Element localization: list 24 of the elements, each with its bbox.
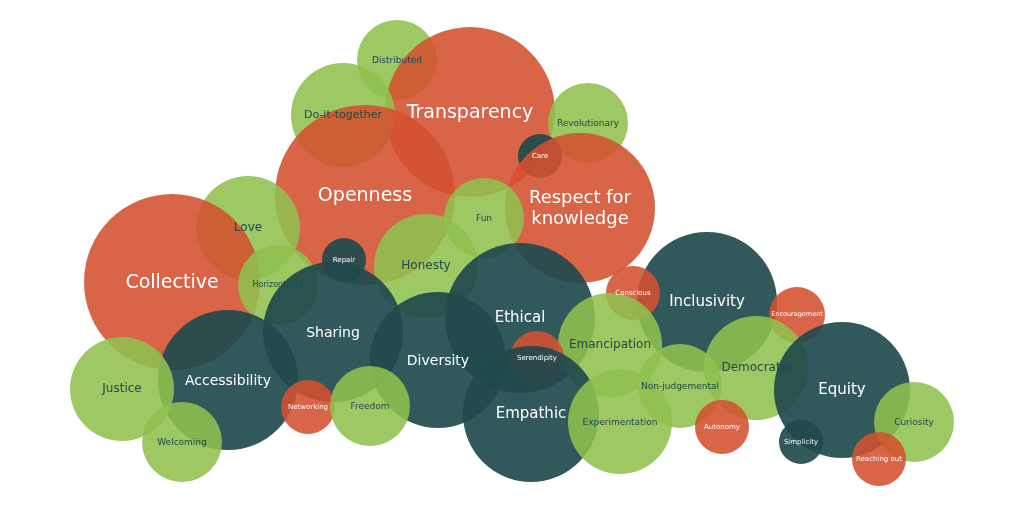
bubble-label: Empathic: [495, 405, 567, 423]
bubble: [695, 400, 749, 454]
bubble-label: Curiosity: [894, 416, 934, 428]
bubble-label: Accessibility: [184, 371, 272, 389]
bubble-label: Experimentation: [582, 416, 658, 428]
bubble-label: Transparency: [406, 101, 534, 123]
bubble-label: Freedom: [350, 400, 390, 412]
bubble-label: Fun: [475, 212, 493, 224]
bubble: [852, 432, 906, 486]
bubble-label: Openness: [317, 184, 413, 206]
bubble-label: Emancipation: [568, 338, 652, 352]
bubble-label: Equity: [818, 381, 866, 399]
bubble-label: Respect for knowledge: [527, 187, 633, 229]
bubble-label: Non-judgemental: [641, 380, 719, 392]
bubble: [779, 420, 823, 464]
bubble-label: Ethical: [494, 309, 546, 327]
bubble-label: Welcoming: [157, 436, 207, 448]
bubble-label: Diversity: [406, 351, 470, 369]
bubble-label: Sharing: [306, 323, 360, 341]
bubble-label: Justice: [102, 382, 142, 396]
bubble-label: Collective: [125, 271, 219, 293]
bubble-label: Revolutionary: [556, 117, 620, 129]
bubble-label: Honesty: [401, 259, 451, 273]
bubble-label: Inclusivity: [669, 293, 745, 311]
